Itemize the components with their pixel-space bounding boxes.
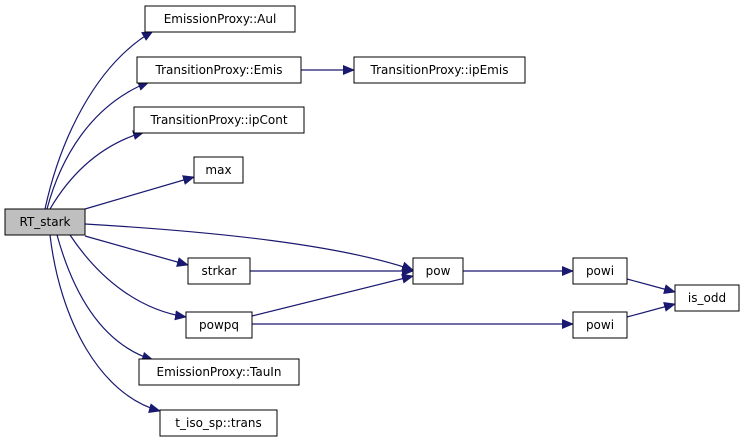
edge-rt_stark-to-strkar xyxy=(84,235,189,267)
node-powpq[interactable]: powpq xyxy=(185,311,253,339)
node-aul[interactable]: EmissionProxy::Aul xyxy=(144,5,296,33)
node-box[interactable] xyxy=(133,106,305,134)
edge-rt_stark-to-powpq xyxy=(69,234,187,321)
node-label: max xyxy=(205,163,231,177)
node-pow[interactable]: pow xyxy=(412,257,464,285)
node-emis[interactable]: TransitionProxy::Emis xyxy=(136,56,302,84)
node-box[interactable] xyxy=(4,208,86,236)
node-label: strkar xyxy=(202,264,237,278)
edge-rt_stark-to-max xyxy=(84,175,195,210)
node-strkar[interactable]: strkar xyxy=(187,257,251,285)
node-tauin[interactable]: EmissionProxy::TauIn xyxy=(138,358,300,386)
node-label: EmissionProxy::TauIn xyxy=(157,365,282,379)
node-ipcont[interactable]: TransitionProxy::ipCont xyxy=(133,106,305,134)
node-box[interactable] xyxy=(187,257,251,285)
node-label: powi xyxy=(586,318,614,332)
edge-powi2-to-is_odd xyxy=(626,302,676,318)
node-label: powi xyxy=(586,264,614,278)
node-box[interactable] xyxy=(674,284,740,312)
node-label: t_iso_sp::trans xyxy=(175,416,261,430)
edge-rt_stark-to-aul xyxy=(44,30,154,210)
node-box[interactable] xyxy=(138,358,300,386)
node-label: TransitionProxy::Emis xyxy=(155,63,283,77)
node-box[interactable] xyxy=(159,409,278,437)
node-label: is_odd xyxy=(688,291,726,305)
node-label: EmissionProxy::Aul xyxy=(164,12,277,26)
node-box[interactable] xyxy=(353,56,526,84)
node-box[interactable] xyxy=(193,156,244,184)
edge-rt_stark-to-ipcont xyxy=(49,130,145,210)
nodes: RT_stark EmissionProxy::AulTransitionProx… xyxy=(4,5,740,437)
node-label: RT_stark xyxy=(20,215,71,229)
node-box[interactable] xyxy=(412,257,464,285)
edge-rt_stark-to-tauin xyxy=(56,234,154,362)
node-trans[interactable]: t_iso_sp::trans xyxy=(159,409,278,437)
node-label: TransitionProxy::ipEmis xyxy=(370,63,509,77)
node-rt_stark[interactable]: RT_stark xyxy=(4,208,86,236)
edges xyxy=(44,30,676,413)
node-powi1[interactable]: powi xyxy=(572,257,628,285)
node-box[interactable] xyxy=(185,311,253,339)
node-label: powpq xyxy=(199,318,239,332)
node-box[interactable] xyxy=(572,257,628,285)
node-powi2[interactable]: powi xyxy=(572,311,628,339)
node-ipemis[interactable]: TransitionProxy::ipEmis xyxy=(353,56,526,84)
edge-powpq-to-pow xyxy=(251,273,414,317)
node-box[interactable] xyxy=(136,56,302,84)
edge-rt_stark-to-pow xyxy=(84,223,414,272)
node-label: pow xyxy=(426,264,451,278)
node-is_odd[interactable]: is_odd xyxy=(674,284,740,312)
node-label: TransitionProxy::ipCont xyxy=(149,113,287,127)
node-max[interactable]: max xyxy=(193,156,244,184)
edge-powi1-to-is_odd xyxy=(626,278,676,294)
edge-rt_stark-to-emis xyxy=(46,81,150,210)
edge-rt_stark-to-trans xyxy=(49,234,161,413)
node-box[interactable] xyxy=(572,311,628,339)
node-box[interactable] xyxy=(144,5,296,33)
